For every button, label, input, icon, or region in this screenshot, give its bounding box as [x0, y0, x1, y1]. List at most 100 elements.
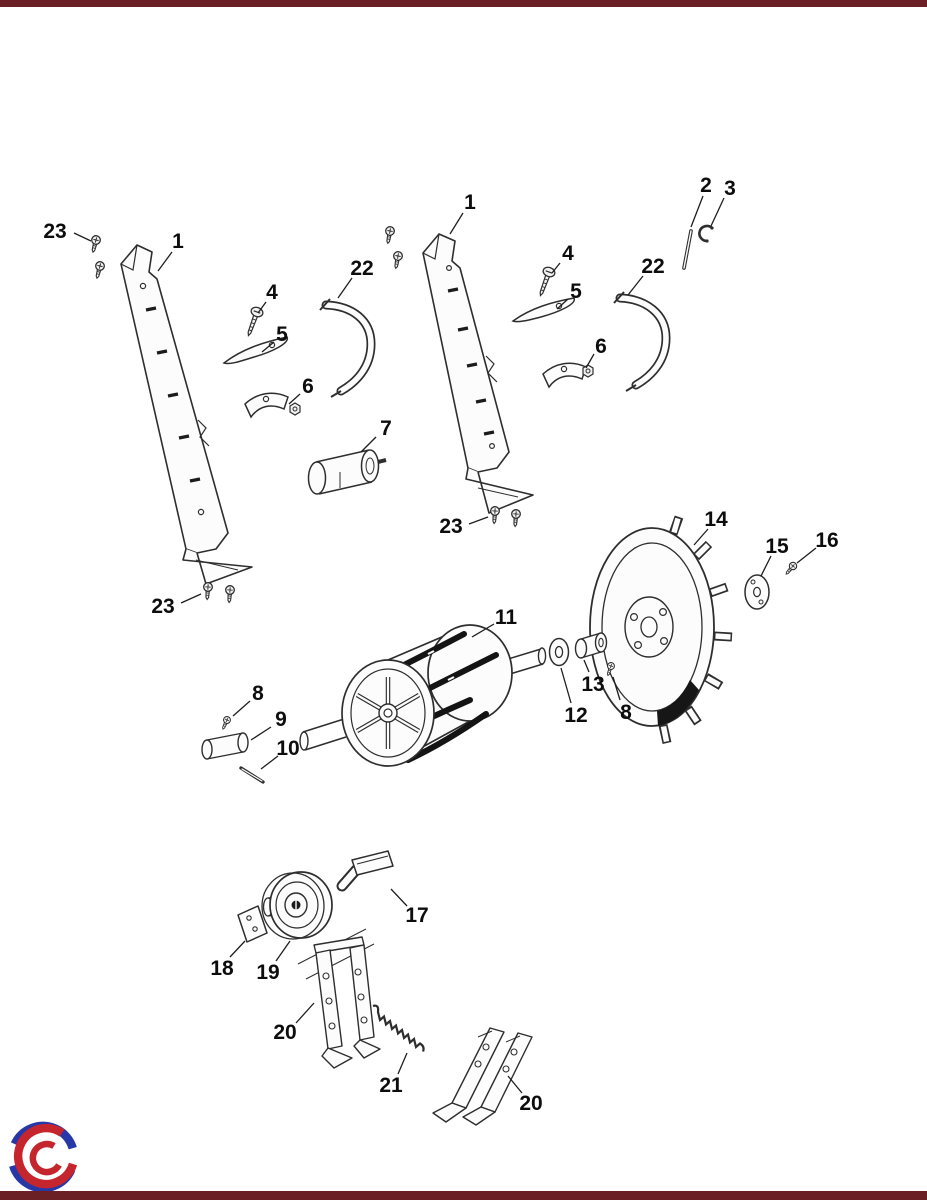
- screw-8-left: [219, 714, 233, 732]
- callout-number-4: 4: [562, 242, 574, 265]
- callout-leader-23: [468, 516, 489, 525]
- callout-number-23: 23: [43, 220, 66, 243]
- callout-number-23: 23: [439, 515, 462, 538]
- pivot-pin-17: [336, 850, 394, 892]
- spring-21: [372, 1004, 425, 1052]
- callout-leader-4: [257, 301, 267, 314]
- callout-number-12: 12: [564, 704, 587, 727]
- callout-leader-16: [796, 547, 817, 564]
- bushing-13: [574, 632, 608, 659]
- screw-4-right: [534, 265, 557, 299]
- callout-number-18: 18: [210, 957, 234, 980]
- callout-number-19: 19: [256, 961, 279, 984]
- side-plate-left: [120, 244, 253, 585]
- callout-leader-3: [710, 197, 725, 227]
- screw-23: [92, 260, 106, 280]
- callout-number-10: 10: [276, 737, 299, 760]
- fan-wheel-14: [589, 515, 733, 744]
- pulley-19: [261, 871, 333, 940]
- callout-number-6: 6: [595, 335, 607, 358]
- screw-23: [202, 581, 214, 601]
- callout-leader-6: [288, 393, 301, 405]
- pin-2: [682, 229, 693, 270]
- callout-leader-19: [275, 940, 291, 962]
- callout-leader-21: [397, 1052, 408, 1075]
- bracket-left-6: [244, 392, 301, 419]
- callout-leader-22: [337, 277, 353, 299]
- callout-leader-23: [180, 593, 202, 604]
- callout-leader-22: [627, 275, 644, 296]
- callout-number-13: 13: [581, 673, 604, 696]
- callout-leader-6: [585, 353, 595, 369]
- callout-leader-8: [612, 676, 621, 701]
- washer-12: [548, 637, 570, 667]
- screw-4-left: [242, 305, 265, 339]
- callout-number-5: 5: [570, 280, 582, 303]
- screw-23: [88, 234, 102, 254]
- nut: [582, 364, 594, 378]
- screw-23: [382, 225, 396, 245]
- callout-number-6: 6: [302, 375, 314, 398]
- callout-number-4: 4: [266, 281, 278, 304]
- stand-bracket-lower-20: [432, 1027, 533, 1126]
- callout-leader-17: [390, 888, 408, 907]
- callout-number-7: 7: [380, 417, 392, 440]
- callout-number-3: 3: [724, 177, 736, 200]
- top-border-bar: [0, 0, 927, 7]
- callout-number-20: 20: [519, 1092, 542, 1115]
- callout-number-11: 11: [495, 606, 518, 629]
- callout-leader-8: [232, 700, 251, 717]
- blade-right-5: [511, 297, 575, 323]
- callout-leader-12: [560, 667, 572, 704]
- callout-leader-5: [261, 341, 275, 353]
- belt-guide-left-22: [319, 298, 376, 398]
- callout-number-2: 2: [700, 174, 712, 197]
- callout-number-1: 1: [464, 191, 476, 214]
- side-plate-right: [422, 233, 534, 514]
- stand-bracket-upper-20: [297, 928, 381, 1069]
- callout-leader-2: [690, 195, 704, 228]
- callout-leader-13: [583, 659, 590, 673]
- belt-guide-right-22: [613, 291, 671, 392]
- callout-leader-10: [260, 755, 279, 770]
- callout-number-23: 23: [151, 595, 174, 618]
- screw-23: [390, 250, 404, 270]
- logo-swirl-outer: [13, 1123, 78, 1189]
- callout-number-1: 1: [172, 230, 184, 253]
- callout-leader-23: [73, 232, 92, 242]
- pin-10: [239, 766, 265, 784]
- callout-number-16: 16: [815, 529, 838, 552]
- callout-leader-20: [295, 1002, 315, 1024]
- callout-leader-14: [693, 528, 709, 546]
- callout-number-15: 15: [765, 535, 789, 558]
- callout-leader-18: [229, 940, 246, 958]
- callout-leader-9: [250, 726, 272, 741]
- roller-7: [307, 449, 387, 495]
- callout-leader-11: [471, 623, 495, 638]
- callout-leader-1: [449, 212, 464, 235]
- callout-leader-1: [157, 251, 173, 272]
- flail-drum-11: [299, 624, 547, 767]
- screw-16: [782, 560, 799, 578]
- screw-23: [489, 505, 501, 525]
- callout-number-17: 17: [405, 904, 428, 927]
- callout-number-20: 20: [273, 1021, 296, 1044]
- cotter-clip-3: [698, 224, 714, 243]
- callout-number-22: 22: [641, 255, 664, 278]
- callout-number-8: 8: [620, 701, 632, 724]
- callout-number-9: 9: [275, 708, 287, 731]
- shim-plate-18: [237, 905, 268, 943]
- nut: [289, 402, 301, 416]
- callout-number-14: 14: [704, 508, 728, 531]
- callout-leader-7: [360, 436, 377, 453]
- callout-number-22: 22: [350, 257, 373, 280]
- callout-number-5: 5: [276, 323, 288, 346]
- brand-logo: [7, 1121, 79, 1193]
- bottom-border-bar: [0, 1191, 927, 1200]
- callout-number-21: 21: [379, 1074, 403, 1097]
- screw-23: [510, 508, 522, 528]
- logo-swirl-inner: [29, 1140, 62, 1176]
- retainer-disc-15: [744, 574, 770, 610]
